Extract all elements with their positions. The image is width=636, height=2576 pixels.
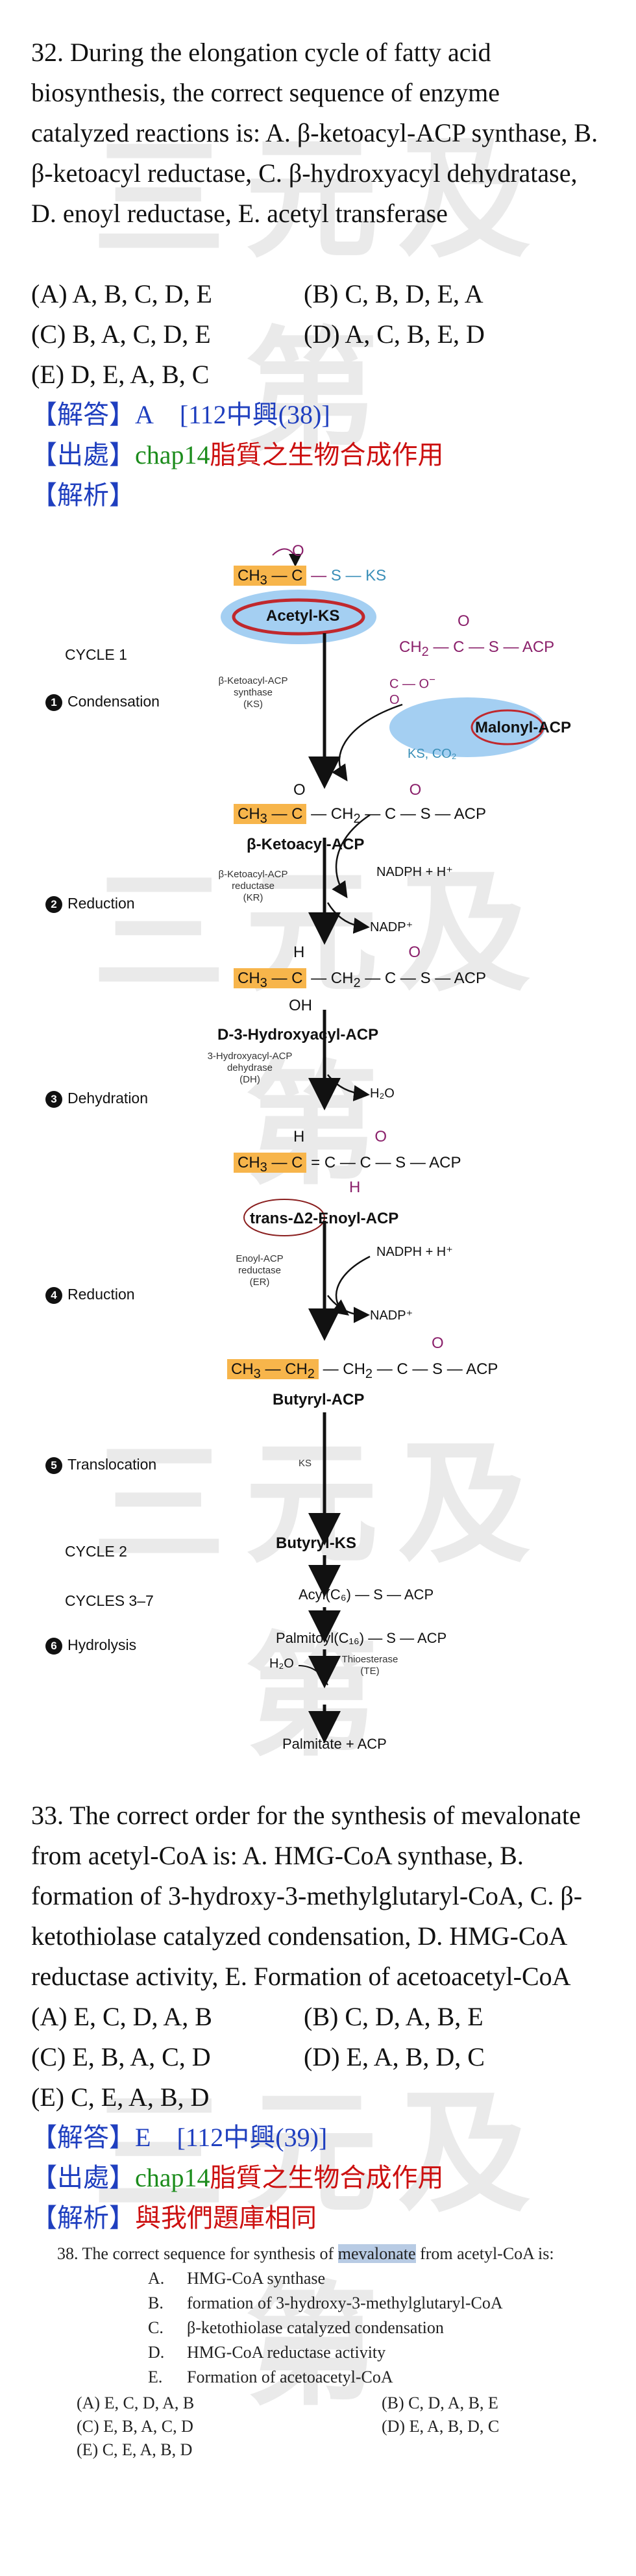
malonyl-structure: CH2 — C — S — ACP (399, 638, 555, 659)
scanned-question: 38. The correct sequence for synthesis o… (31, 2244, 615, 2464)
analysis-line: 【解析】 (31, 475, 135, 516)
enoyl-structure: CH3 — C = C — C — S — ACP (234, 1153, 461, 1175)
hydroxyacyl-label: D-3-Hydroxyacyl-ACP (217, 1026, 379, 1044)
h2o-out: H₂O (370, 1086, 395, 1101)
answer-ref: [112中興(38)] (179, 400, 330, 429)
scanned-option-b: (B) C, D, A, B, E (382, 2394, 498, 2412)
option-d: (D) A, C, B, E, D (304, 319, 485, 349)
question-32-options: (A) A, B, C, D, E (B) C, B, D, E, A (C) … (31, 274, 602, 395)
option-a: (A) A, B, C, D, E (31, 279, 212, 308)
cycle-1-label: CYCLE 1 (65, 646, 127, 663)
acetyl-ks-label: Acetyl-KS (266, 607, 340, 625)
source-title: 脂質之生物合成作用 (210, 440, 444, 469)
answer-tag: 【解答】 (31, 400, 135, 429)
answer-ref: [112中興(39)] (177, 2123, 328, 2152)
ketoacyl-label: β-Ketoacyl-ACP (247, 836, 365, 853)
scanned-option-e: (E) C, E, A, B, D (77, 2440, 193, 2459)
ks-co2-label: KS, CO₂ (408, 747, 457, 761)
source-tag: 【出處】 (31, 440, 135, 469)
scanned-option-d: (D) E, A, B, D, C (382, 2417, 500, 2436)
enoyl-label: trans-Δ2-Enoyl-ACP (250, 1210, 399, 1227)
analysis-tag: 【解析】 (31, 2203, 135, 2232)
analysis-line: 【解析】與我們題庫相同 (31, 2198, 317, 2238)
scanned-option-a: (A) E, C, D, A, B (77, 2394, 195, 2412)
source-chapter: chap14 (135, 2163, 210, 2192)
question-33-options: (A) E, C, D, A, B (B) C, D, A, B, E (C) … (31, 1997, 602, 2118)
analysis-text: 與我們題庫相同 (135, 2203, 317, 2232)
analysis-tag: 【解析】 (31, 481, 135, 510)
option-b: (B) C, B, D, E, A (304, 279, 483, 308)
acyl-c6: Acyl(C₆) — S — ACP (299, 1586, 434, 1603)
nadp-2: NADP⁺ (370, 1308, 413, 1323)
scanned-option-c: (C) E, B, A, C, D (77, 2417, 193, 2436)
nadp-1: NADP⁺ (370, 920, 413, 934)
highlighted-term: mevalonate (337, 2244, 416, 2263)
butyryl-ks-label: Butyryl-KS (276, 1534, 357, 1552)
scanned-stem: 38. The correct sequence for synthesis o… (57, 2244, 554, 2263)
answer-line: 【解答】E [112中興(39)] (31, 2118, 327, 2158)
option-c: (C) E, B, A, C, D (31, 2042, 211, 2071)
answer-value: A (135, 400, 154, 429)
enzyme-ks: β-Ketoacyl-ACP synthase (KS) (218, 675, 288, 710)
enzyme-dh: 3-Hydroxyacyl-ACP dehydrase (DH) (207, 1051, 293, 1085)
hydroxyacyl-structure: CH3 — C — CH2 — C — S — ACP (234, 968, 486, 991)
enzyme-er: Enoyl-ACP reductase (ER) (236, 1253, 284, 1288)
enoyl-h-bottom: H (349, 1179, 361, 1196)
butyryl-structure: CH3 — CH2 — CH2 — C — S — ACP (227, 1359, 498, 1382)
malonyl-carboxyl: C — O−O (389, 673, 435, 707)
source-chapter: chap14 (135, 440, 210, 469)
ketoacyl-structure: CH3 — C — CH2 — C — S — ACP (234, 804, 486, 827)
answer-tag: 【解答】 (31, 2123, 135, 2152)
scanned-options: (A) E, C, D, A, B (B) C, D, A, B, E (C) … (31, 2393, 615, 2464)
scanned-item: D.HMG-CoA reductase activity (148, 2343, 386, 2362)
source-tag: 【出處】 (31, 2163, 135, 2192)
scanned-item: A.HMG-CoA synthase (148, 2269, 326, 2288)
scanned-item: B.formation of 3-hydroxy-3-methylglutary… (148, 2294, 503, 2312)
option-a: (A) E, C, D, A, B (31, 2002, 212, 2031)
answer-value: E (135, 2123, 151, 2152)
h2o-in: H₂O (269, 1657, 294, 1671)
source-line: 【出處】chap14脂質之生物合成作用 (31, 2158, 444, 2198)
question-33-text: 33. The correct order for the synthesis … (31, 1801, 583, 1991)
pathway-arrows (221, 548, 545, 1744)
cycle-2-label: CYCLE 2 (65, 1543, 127, 1560)
enzyme-kr: β-Ketoacyl-ACP reductase (KR) (218, 869, 288, 903)
option-b: (B) C, D, A, B, E (304, 2002, 483, 2031)
nadph-2: NADPH + H⁺ (376, 1245, 453, 1259)
palmitate-acp: Palmitate + ACP (282, 1736, 387, 1752)
option-d: (D) E, A, B, D, C (304, 2042, 485, 2071)
enzyme-te: Thioesterase (TE) (341, 1654, 398, 1677)
source-title: 脂質之生物合成作用 (210, 2163, 444, 2192)
malonyl-o: O (458, 612, 470, 630)
option-e: (E) D, E, A, B, C (31, 360, 210, 389)
palmitoyl: Palmitoyl(C₁₆) — S — ACP (276, 1630, 447, 1646)
scanned-item: C.β-ketothiolase catalyzed condensation (148, 2318, 444, 2337)
acetyl-carbonyl-o: O (292, 542, 304, 560)
source-line: 【出處】chap14脂質之生物合成作用 (31, 435, 444, 475)
hydroxyacyl-oh: OH (289, 997, 312, 1014)
butyryl-o: O (432, 1334, 444, 1352)
answer-line: 【解答】A [112中興(38)] (31, 395, 330, 435)
question-32-text: 32. During the elongation cycle of fatty… (31, 38, 598, 228)
nadph-1: NADPH + H⁺ (376, 865, 453, 879)
scanned-item: E.Formation of acetoacetyl-CoA (148, 2368, 393, 2386)
option-e: (E) C, E, A, B, D (31, 2082, 210, 2112)
malonyl-acp-label: Malonyl-ACP (475, 719, 572, 736)
option-c: (C) B, A, C, D, E (31, 319, 211, 349)
cycles-3-7-label: CYCLES 3–7 (65, 1592, 154, 1609)
butyryl-acp-label: Butyryl-ACP (273, 1391, 365, 1408)
acetyl-structure: CH3 — C — S — KS (234, 566, 386, 588)
enzyme-ks-2: KS (298, 1458, 312, 1469)
